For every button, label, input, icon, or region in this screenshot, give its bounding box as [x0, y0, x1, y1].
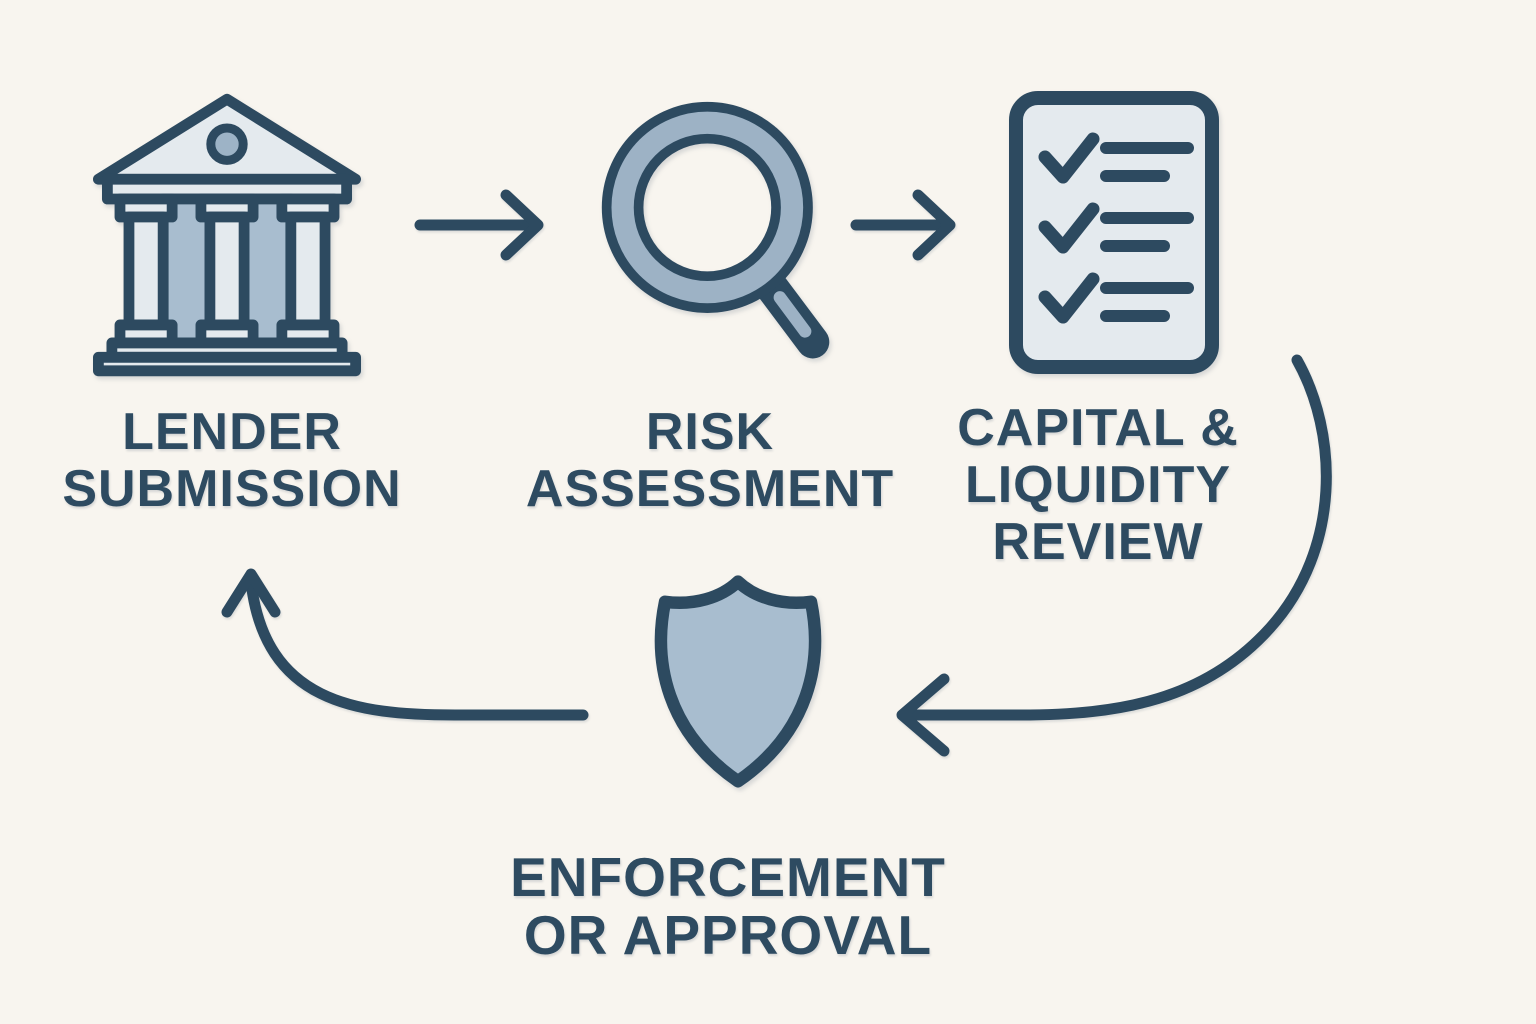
label-line: RISK: [645, 403, 775, 461]
label-line: SUBMISSION: [62, 460, 402, 518]
bank-icon: [78, 92, 376, 378]
label-line: OR APPROVAL: [523, 904, 933, 966]
shield-icon: [622, 572, 854, 812]
label-line: REVIEW: [992, 513, 1204, 571]
arrow-curved-down-left: [880, 338, 1350, 763]
stage-label-capital-liquidity-review: CAPITAL & LIQUIDITY REVIEW: [878, 400, 1318, 571]
arrow-curved-left-up: [205, 550, 600, 735]
label-line: LIQUIDITY: [964, 456, 1232, 514]
stage-label-lender-submission: LENDER SUBMISSION: [12, 404, 452, 518]
label-line: CAPITAL &: [957, 399, 1239, 457]
label-line: LENDER: [122, 403, 342, 461]
stage-label-risk-assessment: RISK ASSESSMENT: [490, 404, 930, 518]
label-line: ENFORCEMENT: [510, 846, 946, 908]
arrow-right-1: [408, 183, 558, 267]
checklist-icon: [1008, 90, 1220, 375]
stage-label-enforcement-or-approval: ENFORCEMENT OR APPROVAL: [468, 848, 988, 964]
magnifier-icon: [596, 98, 838, 374]
arrow-right-2: [848, 183, 963, 267]
label-line: ASSESSMENT: [525, 460, 895, 518]
